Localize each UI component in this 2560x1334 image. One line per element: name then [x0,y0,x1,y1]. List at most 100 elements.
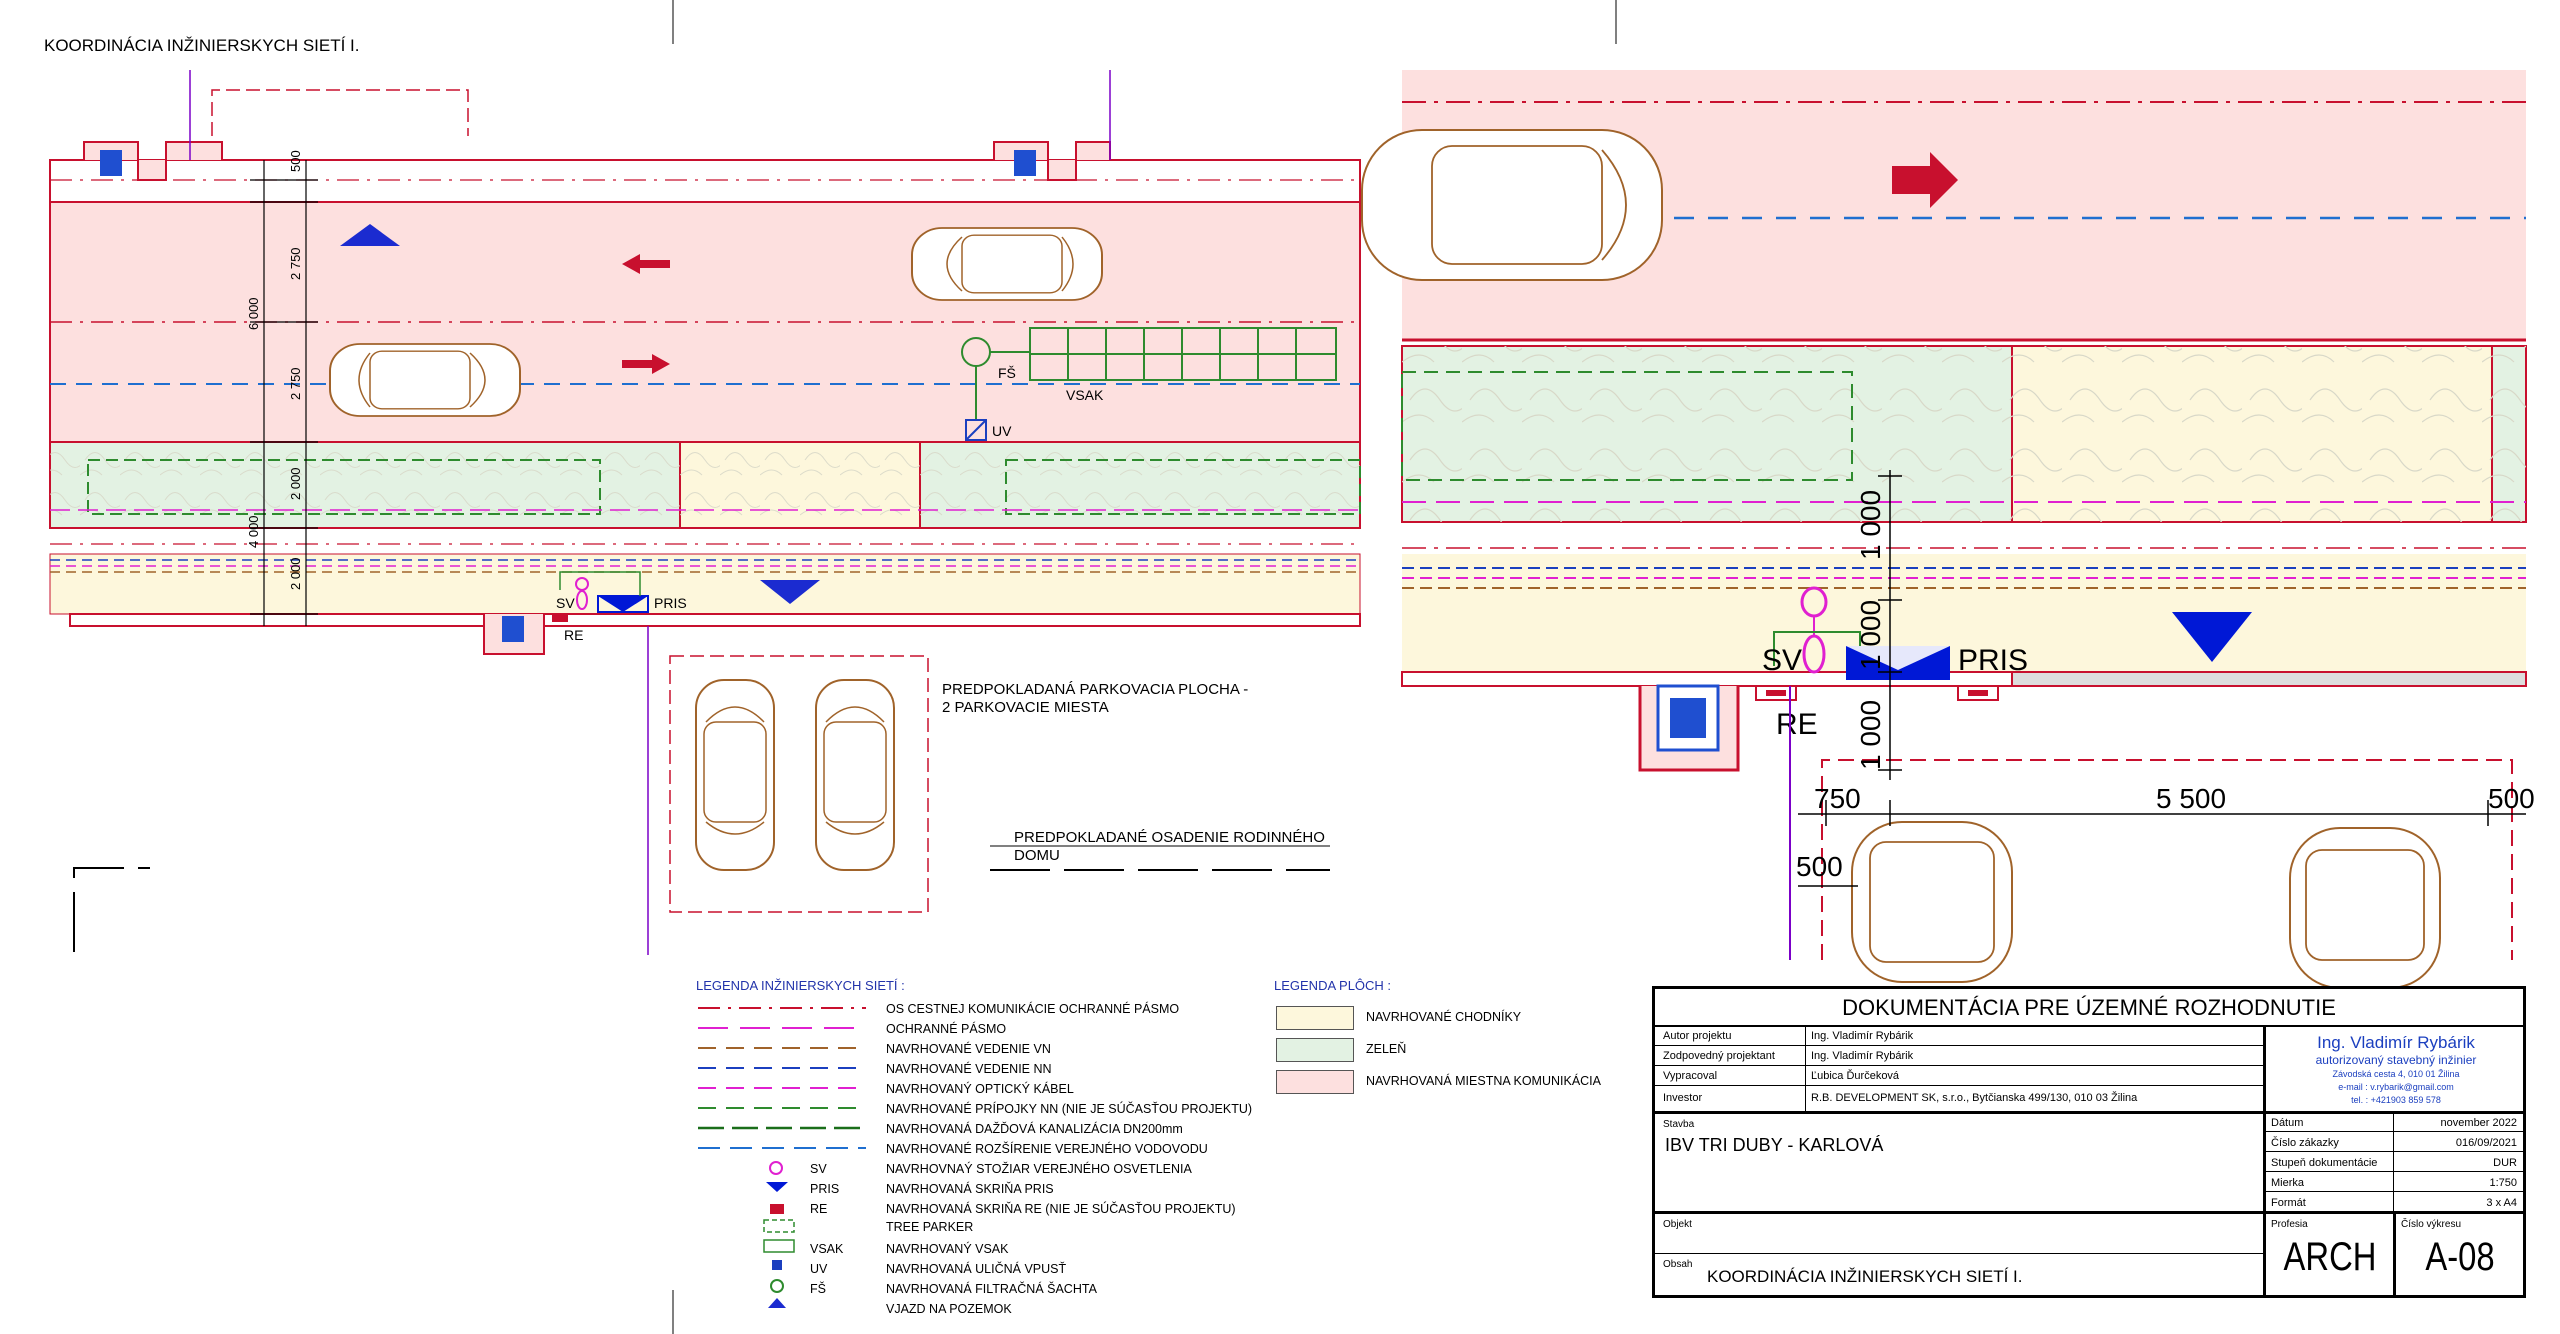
driveway-entry-icon [2172,612,2252,662]
obsah-label: Obsah [1663,1259,1693,1270]
direction-arrow-right [1892,152,1958,208]
sidewalk-band [49,553,1361,615]
stamp-name: Ing. Vladimír Rybárik [2317,1033,2475,1052]
legend-symbol [768,1298,786,1308]
dim-label: 1 000 [1855,490,1886,560]
sv-label: SV [556,595,575,611]
legend-label: NAVRHOVANÉ ROZŠÍRENIE VEREJNÉHO VODOVODU [886,1142,1208,1156]
meta-label: Dátum [2271,1117,2304,1129]
legend-label: NAVRHOVANÝ OPTICKÝ KÁBEL [886,1082,1074,1096]
tree-parker-left [87,459,601,515]
gully-icon [502,616,524,642]
legend-label: NAVRHOVANÁ SKRIŇA RE (NIE JE SÚČASŤOU PR… [886,1202,1236,1216]
legend-label: NAVRHOVANÁ DAŽĎOVÁ KANALIZÁCIA DN200mm [886,1122,1183,1136]
legend-label: OS CESTNEJ KOMUNIKÁCIE OCHRANNÉ PÁSMO [886,1002,1180,1016]
profesia-value: ARCH [2283,1235,2377,1279]
car-parked [695,679,775,871]
legend-swatch-sidewalk [1276,1006,1354,1030]
dim-label: 2 000 [288,467,303,500]
meta-value: 016/09/2021 [2455,1137,2517,1149]
parking-label-2: 2 PARKOVACIE MIESTA [942,699,1109,716]
site-plan: FŠ VSAK UV SV PRIS RE 500 2 750 2 750 6 … [49,70,1361,955]
legend-label: OCHRANNÉ PÁSMO [886,1022,1007,1036]
meta-label: Formát [2271,1197,2306,1209]
legend-code: UV [810,1262,828,1276]
dim-label: 750 [1814,783,1861,814]
direction-arrow-left [622,254,670,274]
fs-label: FŠ [998,365,1016,381]
tree-parker [1401,371,1853,481]
legend-label: NAVRHOVANÉ VEDENIE VN [886,1042,1051,1056]
legend-symbol [766,1182,788,1192]
meta-value: november 2022 [2440,1117,2517,1129]
car-parked [815,679,895,871]
legend-label: NAVRHOVNAÝ STOŽIAR VEREJNÉHO OSVETLENIA [886,1162,1192,1176]
tree-parker-texture [50,442,1360,528]
car-parked [2289,827,2441,989]
house-outline [73,867,1330,952]
re-label: RE [1776,708,1818,741]
legend-label: NAVRHOVANÝ VSAK [886,1242,1009,1256]
legend-swatch-road [1276,1070,1354,1094]
gully-icon [100,150,122,176]
legend-code: RE [810,1202,828,1216]
dim-label: 2 750 [288,247,303,280]
dimension-chain [1798,470,2526,887]
dim-label: 1 000 [1855,700,1886,770]
stamp-address: Závodská cesta 4, 010 01 Žilina [2332,1069,2460,1079]
parking-area [1821,759,2513,960]
dim-label: 6 000 [246,297,261,330]
street-gully-icon [965,419,987,441]
title-block-header: DOKUMENTÁCIA PRE ÚZEMNÉ ROZHODNUTIE [1842,995,2336,1020]
legend-symbol [763,1219,795,1233]
parking-area [669,655,929,913]
stamp-email: e-mail : v.rybarik@gmail.com [2338,1082,2454,1092]
driveway-entry-icon [340,224,400,246]
title-block: DOKUMENTÁCIA PRE ÚZEMNÉ ROZHODNUTIE Auto… [1652,986,2526,1298]
uv-label: UV [992,423,1012,439]
dim-label: 5 500 [2156,783,2226,814]
obsah-value: KOORDINÁCIA INŽINIERSKYCH SIETÍ I. [1707,1267,2023,1286]
sv-label: SV [1762,644,1802,677]
meta-label: Stupeň dokumentácie [2271,1157,2378,1169]
top-verge [49,159,1361,203]
dim-label: 2 000 [288,557,303,590]
stavba-value: IBV TRI DUBY - KARLOVÁ [1665,1135,1884,1155]
sheet-title: KOORDINÁCIA INŽINIERSKYCH SIETÍ I. [44,36,360,55]
dim-label: 500 [288,150,303,172]
legend-swatch-green [1276,1038,1354,1062]
tree-parker-right [1005,459,1361,515]
sidewalk-band [1402,554,2526,672]
legend-label: VJAZD NA POZEMOK [886,1302,1012,1316]
legend-label: NAVRHOVANÁ ULIČNÁ VPUSŤ [886,1262,1067,1276]
detail-view: SV PRIS RE 1 000 1 000 1 000 750 5 500 5… [1361,70,2535,989]
cislo-label: Číslo výkresu [2401,1219,2462,1230]
house-label-2: DOMU [1014,847,1060,864]
legend-code: FŠ [810,1282,826,1296]
meta-label: Mierka [2271,1177,2305,1189]
vsak-label: VSAK [1066,387,1104,403]
dim-label: 500 [2488,783,2535,814]
car [1361,129,1663,281]
gully-icon [1014,150,1036,176]
car [911,227,1103,301]
re-label: RE [564,627,583,643]
dim-label: 4 000 [246,515,261,548]
house-label-1: PREDPOKLADANÉ OSADENIE RODINNÉHO [1014,829,1325,846]
legend-label: NAVRHOVANÉ VEDENIE NN [886,1062,1052,1076]
legend-label: NAVRHOVANÁ FILTRAČNÁ ŠACHTA [886,1282,1097,1296]
legend-networks-title: LEGENDA INŽINIERSKYCH SIETÍ : [696,978,905,993]
legend-label: NAVRHOVANÁ SKRIŇA PRIS [886,1182,1054,1196]
dim-label: 500 [1796,851,1843,882]
re-cabinet-icon [552,614,568,622]
meta-value: 1:750 [2489,1177,2517,1189]
direction-arrow-right [622,354,670,374]
legend-symbol [763,1239,795,1253]
legend-code: VSAK [810,1242,844,1256]
legend-code: PRIS [810,1182,840,1196]
vsak-grid [1029,327,1337,381]
tb-label: Zodpovedný projektant [1663,1050,1775,1062]
legend-networks-symbols [698,1007,866,1308]
stavba-label: Stavba [1663,1119,1695,1130]
